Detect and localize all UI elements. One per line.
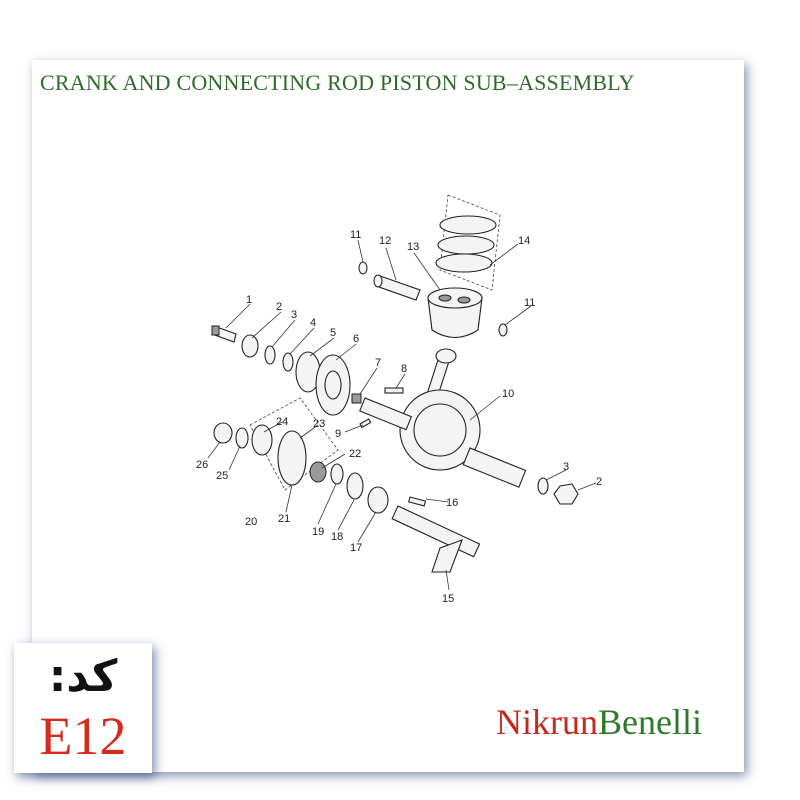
callouts: 1 2 3 4 5 6 7 8 9 10 11 12 13 14 11 3 2 …: [196, 229, 602, 605]
callout-11-left: 11: [350, 229, 361, 241]
callout-14: 14: [518, 235, 530, 247]
callout-22: 22: [349, 448, 361, 460]
callout-4: 4: [310, 317, 316, 329]
callout-9: 9: [335, 428, 341, 440]
key-16: [408, 496, 427, 507]
leader-lines: [207, 239, 597, 591]
callout-3-right: 3: [563, 461, 569, 473]
callout-15: 15: [442, 593, 454, 605]
washer-18: [346, 472, 364, 500]
callout-17: 17: [350, 542, 362, 554]
balancer-group: [213, 397, 339, 491]
callout-2-right: 2: [596, 476, 602, 488]
washer-3-right: [537, 477, 549, 495]
brand-part2: Benelli: [598, 702, 702, 742]
callout-10: 10: [502, 388, 514, 400]
diagram-title: CRANK AND CONNECTING ROD PISTON SUB–ASSE…: [40, 70, 635, 95]
key-9: [359, 418, 372, 429]
bearing-7: [351, 393, 362, 404]
brand-logo: NikrunBenelli: [496, 701, 702, 743]
callout-3: 3: [291, 309, 297, 321]
callout-26: 26: [196, 459, 208, 471]
brand-part1: Nikrun: [496, 702, 598, 742]
callout-12: 12: [379, 235, 391, 247]
callout-1: 1: [246, 294, 252, 306]
code-label: کد:: [48, 651, 118, 702]
piston-pin: [373, 274, 421, 301]
callout-11-right: 11: [524, 297, 535, 309]
left-gear-stack: [211, 325, 351, 416]
bearing-17: [367, 486, 389, 514]
callout-7: 7: [375, 357, 381, 369]
nut-2-right: [553, 483, 579, 505]
callout-2: 2: [276, 301, 282, 313]
crankshaft-assembly: [359, 348, 527, 488]
callout-16: 16: [446, 497, 458, 509]
code-box: کد: E12: [14, 643, 152, 773]
code-value: E12: [39, 706, 127, 766]
callout-5: 5: [330, 327, 336, 339]
piston-rings: [435, 194, 501, 291]
callout-13: 13: [407, 241, 419, 253]
callout-24: 24: [276, 416, 288, 428]
callout-8: 8: [401, 363, 407, 375]
callout-23: 23: [313, 418, 325, 430]
callout-25: 25: [216, 470, 228, 482]
callout-18: 18: [331, 531, 343, 543]
piston: [427, 287, 483, 339]
pin-8: [384, 387, 404, 394]
callout-20: 20: [245, 516, 257, 528]
balancer-shaft: [391, 505, 481, 573]
callout-19: 19: [312, 526, 324, 538]
circlip-left: [358, 261, 368, 275]
washer-19: [330, 463, 344, 485]
callout-21: 21: [278, 513, 290, 525]
circlip-right: [498, 323, 508, 337]
callout-6: 6: [353, 333, 359, 345]
